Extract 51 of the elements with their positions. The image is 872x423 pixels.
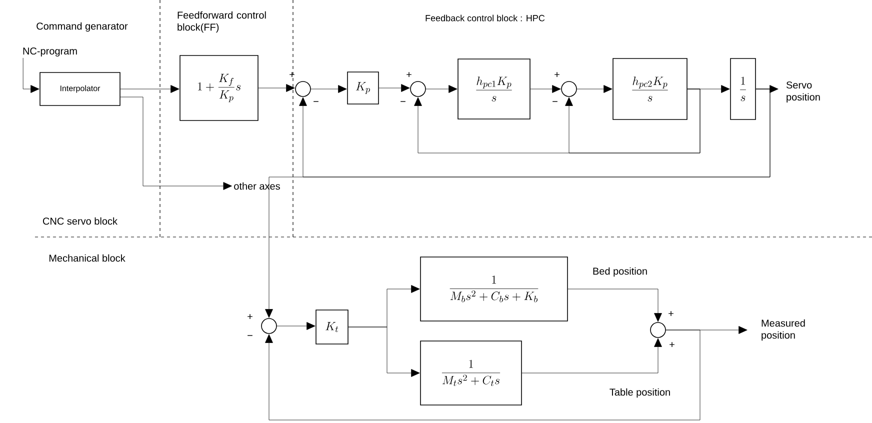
region-label: Mechanical block bbox=[49, 254, 126, 262]
arrow bbox=[22, 58, 40, 93]
transfer-function-block: $\frac{1}{M_t s^2+C_t s}$ bbox=[420, 340, 522, 406]
arrow bbox=[522, 338, 662, 374]
arrow bbox=[265, 330, 700, 420]
arrow bbox=[265, 88, 770, 318]
transfer-function-block: $K_p$ bbox=[347, 72, 379, 104]
summing-junction bbox=[410, 81, 426, 97]
sign-label: − bbox=[314, 101, 318, 102]
sign-label: + bbox=[670, 342, 674, 347]
sign-label: + bbox=[554, 72, 560, 77]
arrow bbox=[568, 288, 662, 322]
arrow bbox=[310, 85, 347, 93]
signal-label: NC-program bbox=[23, 47, 77, 57]
sign-label: − bbox=[552, 101, 558, 102]
arrow bbox=[426, 85, 458, 93]
edge-label: Bed position bbox=[592, 266, 649, 278]
arrow bbox=[378, 84, 410, 92]
sign-label: + bbox=[668, 311, 674, 316]
transfer-function-block: $\frac{h_{pc1}K_p}{s}$ bbox=[458, 58, 530, 120]
process-box: Interpolator bbox=[40, 72, 120, 106]
signal-label: Servo position bbox=[786, 81, 820, 103]
region-label: Command genarator bbox=[36, 22, 128, 32]
transfer-function-block: $\frac{1}{M_b s^2+C_b s+K_b}$ bbox=[420, 256, 568, 322]
transfer-function-block: $\frac{1}{s}$ bbox=[730, 58, 756, 120]
arrow bbox=[276, 322, 316, 330]
summing-junction bbox=[261, 318, 277, 334]
signal-label: Measured position bbox=[762, 319, 805, 341]
arrow bbox=[258, 84, 295, 92]
sign-label: + bbox=[248, 314, 252, 319]
transfer-function-block: $1+\frac{K_f}{K_p}s$ bbox=[180, 55, 258, 121]
sign-label: + bbox=[290, 72, 294, 77]
signal-label: other axes bbox=[234, 182, 280, 190]
edge-label: Table position bbox=[608, 387, 672, 399]
region-label: Feedback control block : HPC bbox=[426, 14, 545, 22]
region-label: Feedforward control block(FF) bbox=[178, 11, 266, 33]
arrow bbox=[120, 96, 232, 190]
arrow bbox=[530, 85, 561, 93]
summing-junction bbox=[295, 81, 311, 97]
arrow bbox=[120, 85, 180, 93]
sign-label: + bbox=[406, 72, 412, 77]
arrow bbox=[348, 326, 420, 377]
arrow bbox=[576, 85, 612, 93]
transfer-function-block: $K_t$ bbox=[316, 310, 348, 344]
sign-label: − bbox=[400, 101, 406, 102]
sign-label: − bbox=[248, 335, 252, 336]
arrow bbox=[414, 88, 700, 154]
transfer-function-block: $\frac{h_{pc2}K_p}{s}$ bbox=[612, 58, 688, 120]
region-label: CNC servo block bbox=[43, 217, 118, 225]
summing-junction bbox=[561, 81, 577, 97]
summing-junction bbox=[650, 322, 666, 338]
